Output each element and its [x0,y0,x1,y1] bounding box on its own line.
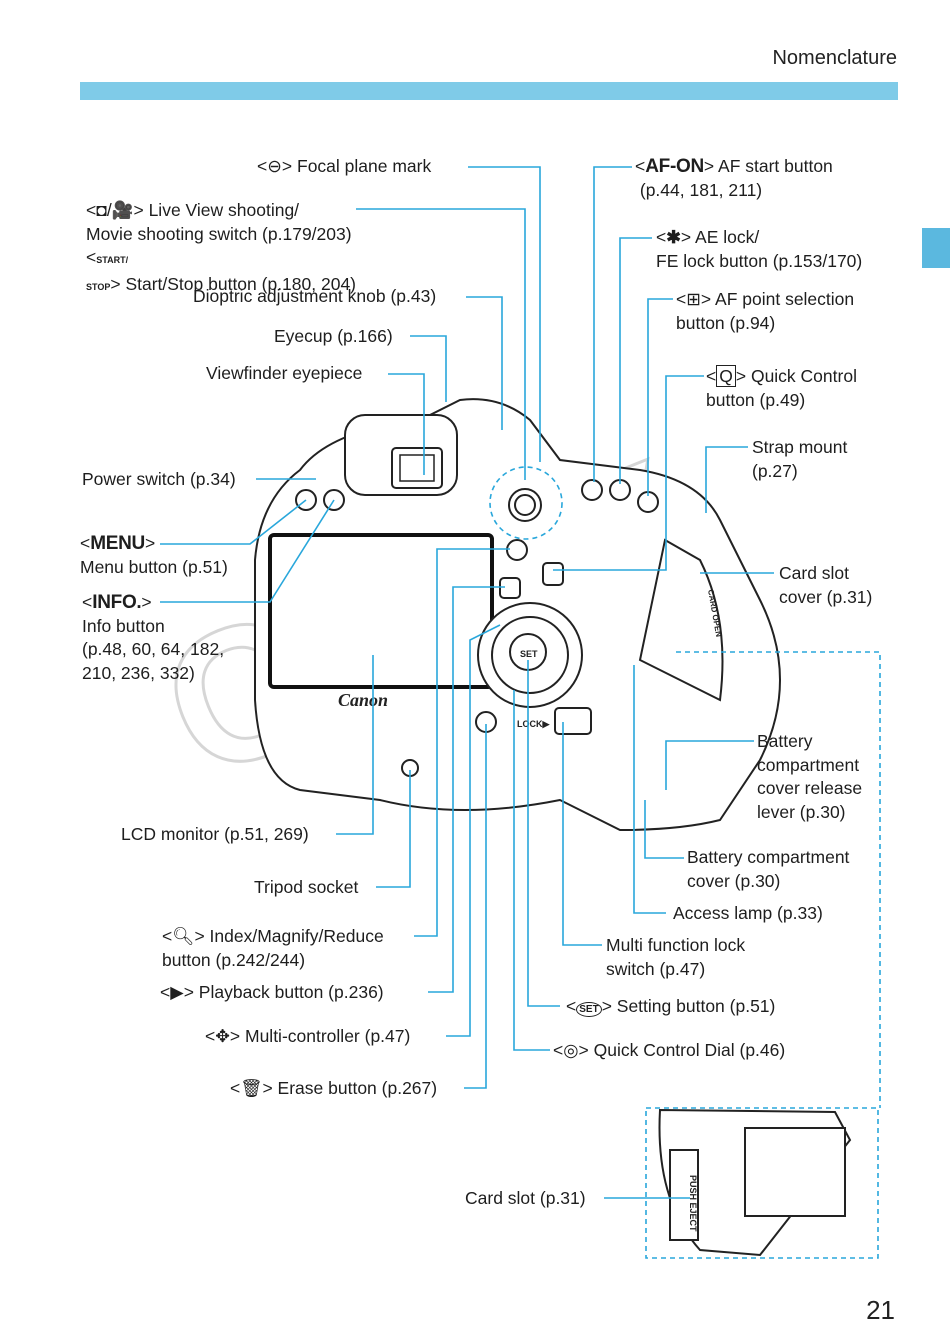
push-eject-mark: PUSH EJECT [688,1175,698,1232]
focal-plane-icon: ⊖ [267,156,282,176]
canon-logo: Canon [338,690,388,710]
battery-cover-label: Battery compartment cover (p.30) [687,847,850,891]
index-magnify-label: <🔍︎> Index/Magnify/Reduce button (p.242/… [162,926,384,970]
focal-plane-label: <⊖> Focal plane mark [257,156,432,176]
viewfinder-label: Viewfinder eyepiece [206,363,363,383]
lock-mark: LOCK▶ [517,719,550,729]
tripod-socket-label: Tripod socket [254,877,359,897]
af-point-icon: ⊞ [686,289,701,309]
q-icon: Q [716,365,736,387]
multi-controller-icon: ✥ [215,1026,230,1046]
access-lamp-label: Access lamp (p.33) [673,903,823,923]
dioptric-label: Dioptric adjustment knob (p.43) [193,286,437,306]
setting-button-label: <SET> Setting button (p.51) [566,996,776,1017]
playback-icon: ▶ [170,982,184,1002]
af-point-label: <⊞> AF point selection button (p.94) [676,289,855,333]
set-icon: SET [576,1002,602,1017]
ae-lock-label: <✱> AE lock/ FE lock button (p.153/170) [656,227,863,271]
power-switch-label: Power switch (p.34) [82,469,236,489]
trash-icon: 🗑 [240,1078,263,1098]
battery-release-label: Battery compartment cover release lever … [757,731,863,822]
movie-camera-icon: 🎥 [111,200,134,220]
start-stop-icon: START/STOP [86,255,129,292]
strap-mount-label: Strap mount (p.27) [752,437,848,481]
dial-icon: ◎ [563,1040,579,1060]
erase-label: <🗑> Erase button (p.267) [230,1078,438,1098]
menu-button-label: <MENU> Menu button (p.51) [80,533,228,577]
section-title: Nomenclature [772,47,897,69]
chapter-tab [922,228,950,268]
lcd-screen [268,533,494,689]
playback-label: <▶> Playback button (p.236) [160,982,384,1002]
set-mark: SET [520,649,538,659]
camera-body-illustration [254,398,781,832]
page-number: 21 [866,1295,895,1325]
live-view-label: <◘/🎥> Live View shooting/ Movie shooting… [86,200,357,294]
card-slot-inset [645,1107,879,1259]
asterisk-icon: ✱ [666,227,681,247]
header-bar [80,82,898,100]
mf-lock-label: Multi function lock switch (p.47) [606,935,746,979]
multi-controller-label: <✥> Multi-controller (p.47) [205,1026,411,1046]
lcd-monitor-label: LCD monitor (p.51, 269) [121,824,309,844]
magnify-icon: 🔍︎ [172,926,195,946]
card-slot-label: Card slot (p.31) [465,1188,586,1208]
card-slot-cover-label: Card slot cover (p.31) [779,563,873,607]
live-view-camera-icon: ◘ [96,200,107,220]
quick-control-label: <Q> Quick Control button (p.49) [706,365,857,410]
af-on-label: <AF-ON> AF start button (p.44, 181, 211) [635,156,833,200]
qc-dial-label: <◎> Quick Control Dial (p.46) [553,1040,786,1060]
info-button-label: <INFO.> Info button (p.48, 60, 64, 182, … [82,592,225,683]
eyecup-label: Eyecup (p.166) [274,326,393,346]
